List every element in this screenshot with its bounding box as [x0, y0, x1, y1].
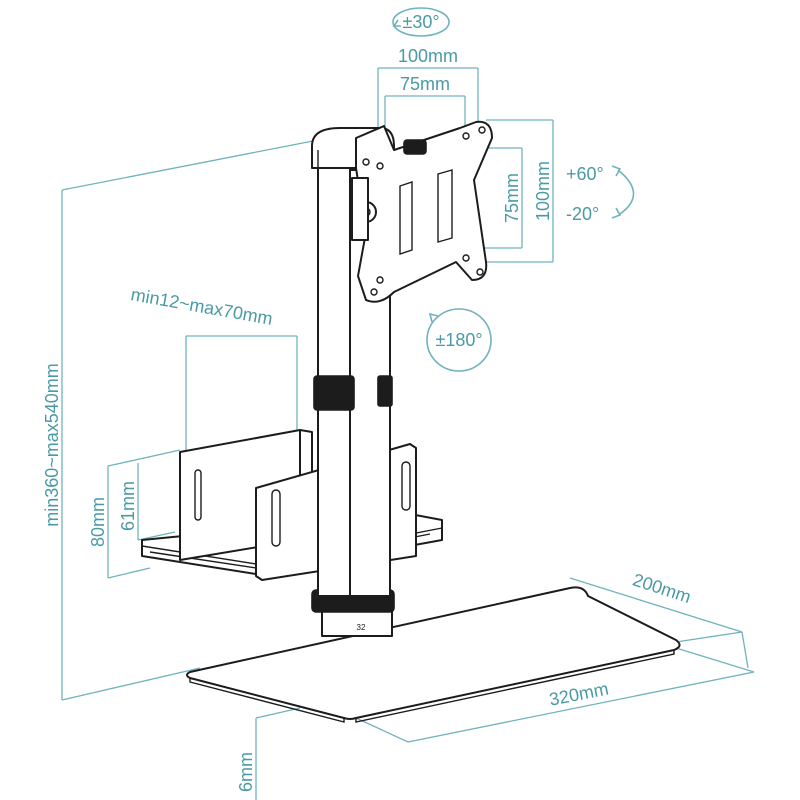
base-top-surface [186, 586, 681, 720]
height-clamp-knob [377, 375, 393, 407]
tilt-down-label: -20° [566, 204, 599, 224]
vesa-75-vertical-label: 75mm [502, 173, 522, 223]
collar-mark-text: 32 [357, 623, 366, 632]
swivel-arrow-icon [392, 19, 401, 27]
collar-mark-bg [354, 620, 368, 632]
tilt-up-label: +60° [566, 164, 604, 184]
base-depth-ext [675, 631, 743, 643]
vesa-slot-left [399, 181, 413, 255]
swivel-label: ±30° [402, 12, 439, 32]
rotation-arrow-icon [428, 312, 439, 323]
vesa-hole-br2 [476, 268, 484, 276]
base-depth-label: 200mm [630, 570, 693, 608]
vesa-hole-tl2 [376, 162, 384, 170]
base-depth-ext-2 [741, 631, 749, 669]
holder-slot-left [194, 469, 202, 521]
base-thickness-top-ext [255, 707, 301, 719]
vesa-plate-outline [355, 120, 493, 303]
hinge-bracket [351, 177, 369, 241]
tilt-knob-icon [403, 139, 427, 155]
height-range-label: min360~max540mm [42, 363, 62, 527]
holder-80-label: 80mm [88, 497, 108, 547]
height-clamp [313, 375, 355, 411]
tilt-arrow-top-icon [611, 165, 622, 177]
rotation-arc-icon [426, 308, 492, 372]
vesa-100-label: 100mm [398, 46, 458, 66]
vesa-slot-right [437, 169, 453, 243]
vesa-hole-tr2 [478, 126, 486, 134]
height-top-extension [61, 139, 319, 191]
cpu-holder [141, 429, 443, 581]
base-width-left-ext [355, 717, 409, 743]
vesa-75-label: 75mm [400, 74, 450, 94]
dimension-lines [61, 67, 755, 800]
base-thickness-label: 6mm [236, 752, 256, 792]
pole-body [317, 149, 351, 597]
base-side-edge [355, 649, 675, 723]
holder-61-bottom-ext [137, 531, 176, 541]
vesa-hole-bl2 [370, 288, 378, 296]
holder-slot-front [271, 489, 281, 547]
holder-slot-right [401, 461, 411, 511]
holder-80-bottom-ext [107, 567, 151, 579]
vesa-hole-tr [462, 132, 470, 140]
tilt-arc-icon [617, 169, 635, 215]
base-front-edge [189, 677, 345, 723]
vesa-hole-bl [376, 276, 384, 284]
vesa-hole-tl [362, 158, 370, 166]
vesa-100-vertical-label: 100mm [533, 161, 553, 221]
tilt-arrow-bottom-icon [611, 207, 622, 219]
base-width-right-ext [675, 647, 755, 673]
holder-61-label: 61mm [118, 481, 138, 531]
swivel-arc-icon [392, 7, 450, 37]
height-bottom-extension [61, 667, 201, 701]
motion-arcs [392, 7, 635, 372]
vesa-hole-br [462, 254, 470, 262]
rotation-label: ±180° [435, 330, 482, 350]
vesa-plate [351, 120, 493, 303]
base-width-label: 320mm [547, 679, 610, 710]
cpu-width-label: min12~max70mm [129, 284, 274, 329]
base-plate [186, 586, 681, 723]
base-depth-line [569, 577, 743, 633]
base-width-line [407, 671, 755, 743]
holder-80-top-ext [107, 449, 181, 467]
